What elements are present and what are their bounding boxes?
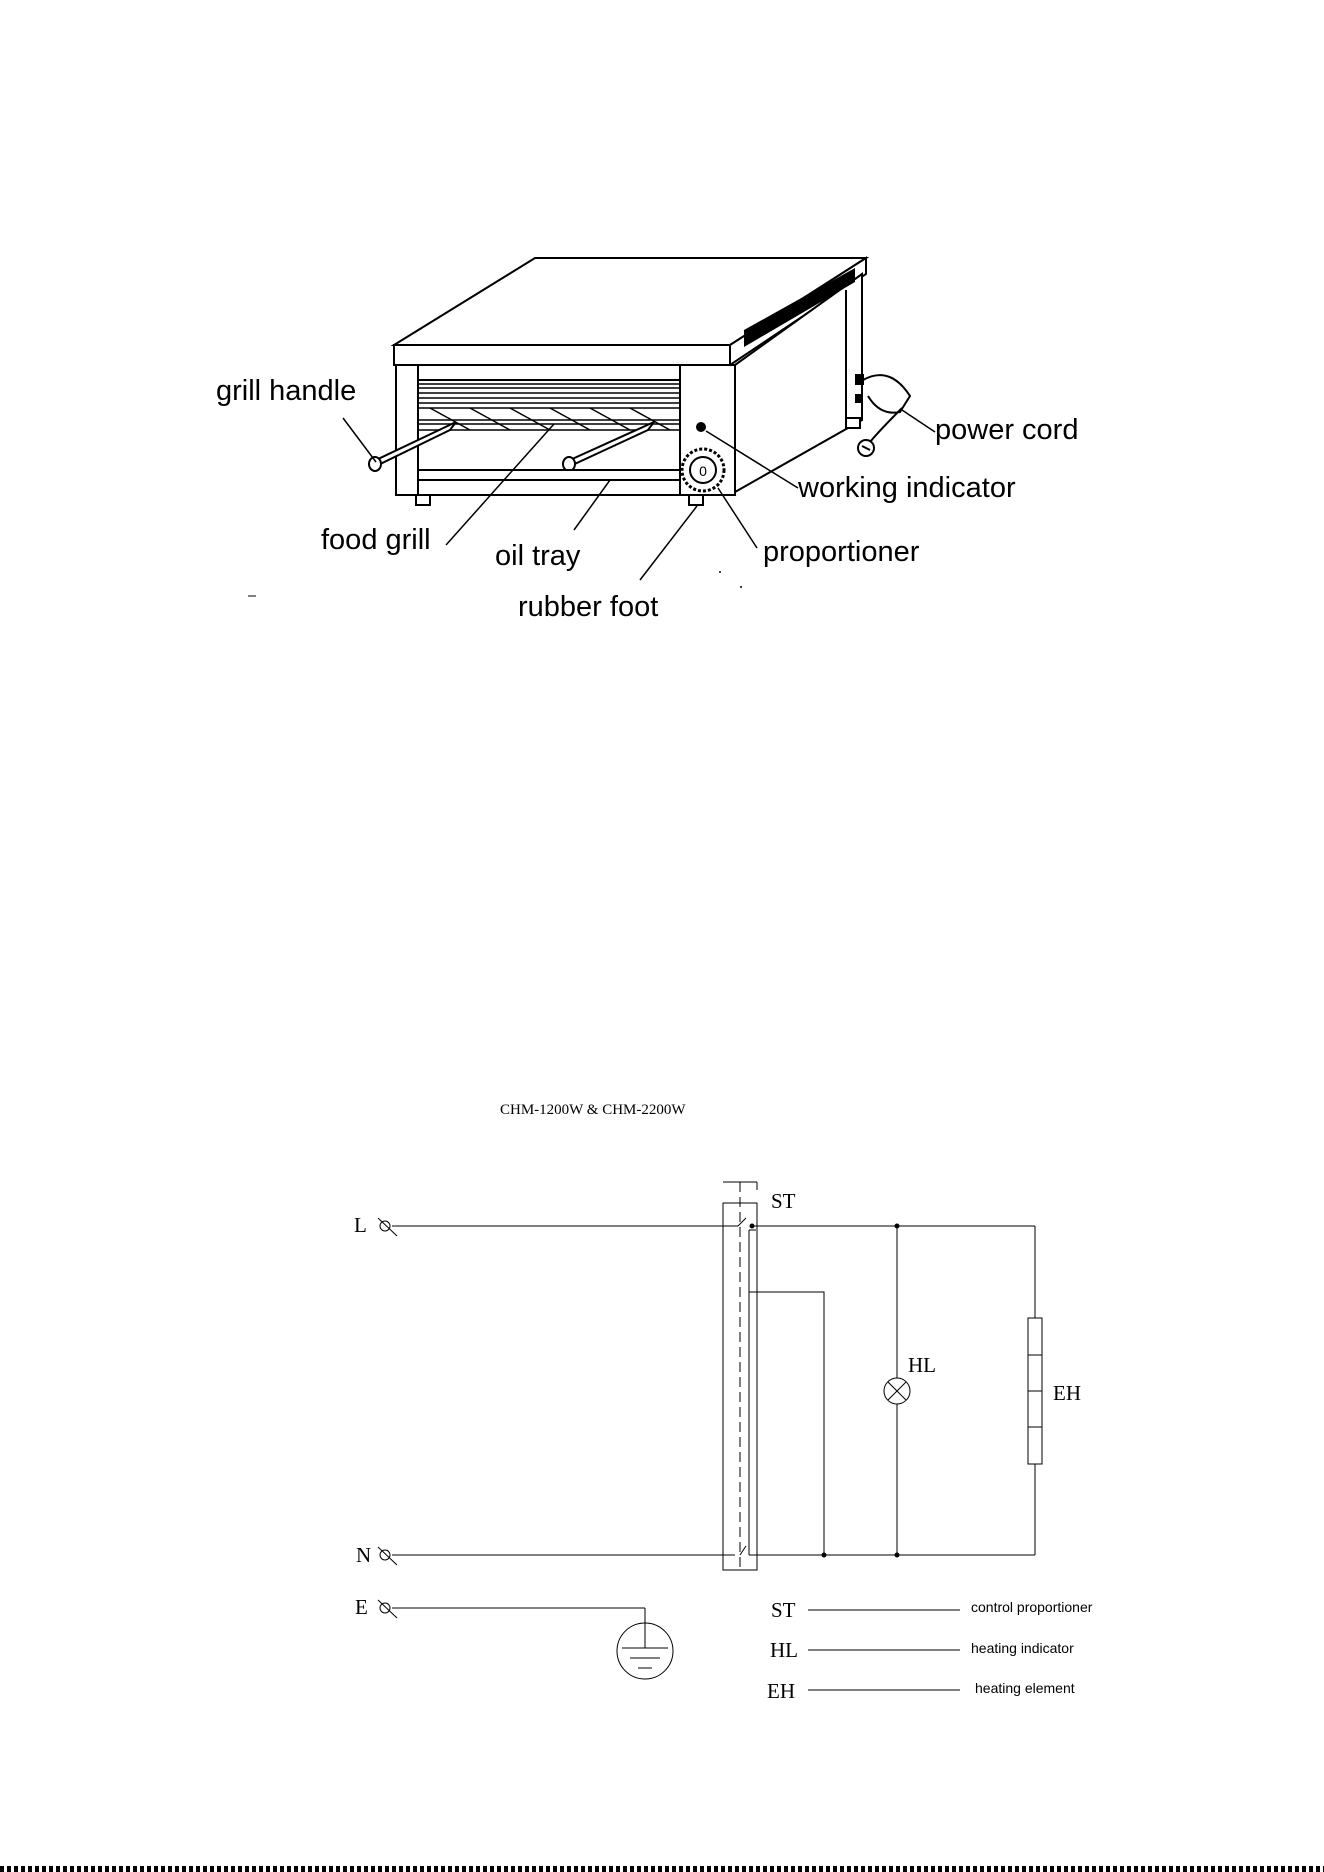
leader-food-grill — [446, 424, 554, 545]
circuit-title: CHM-1200W & CHM-2200W — [500, 1102, 686, 1118]
leader-proportioner — [718, 488, 757, 548]
food-grill-rack — [418, 408, 680, 430]
label-proportioner: proportioner — [763, 536, 920, 568]
power-cord-drawing — [856, 375, 910, 456]
oil-tray-drawing — [418, 470, 680, 480]
indicator-lamp — [697, 423, 705, 431]
legend-code-st: ST — [771, 1598, 796, 1622]
page-bottom-rule — [0, 1866, 1324, 1872]
circuit-wiring — [378, 1182, 1042, 1690]
terminal-n-label: N — [356, 1543, 371, 1567]
eh-label: EH — [1053, 1381, 1081, 1405]
legend-desc-st: control proportioner — [971, 1599, 1093, 1615]
terminal-e-symbol — [380, 1603, 390, 1613]
terminal-n-symbol — [380, 1550, 390, 1560]
label-rubber-foot: rubber foot — [518, 591, 658, 623]
legend-desc-hl: heating indicator — [971, 1640, 1074, 1656]
left-post — [396, 365, 418, 495]
leader-power-cord — [902, 410, 935, 432]
upper-element-lines — [418, 384, 680, 408]
foot-back-right — [846, 418, 860, 428]
salamander-grill-drawing: 0 — [369, 258, 910, 505]
label-grill-handle: grill handle — [216, 375, 356, 407]
foot-left — [416, 495, 430, 505]
leader-rubber-foot — [640, 506, 697, 580]
terminal-l-symbol — [380, 1221, 390, 1231]
foot-front-right — [689, 495, 703, 505]
right-handle — [566, 422, 654, 468]
hl-label: HL — [908, 1353, 936, 1377]
label-food-grill: food grill — [321, 524, 431, 556]
top-plate-front-edge — [394, 345, 730, 365]
legend-code-hl: HL — [770, 1638, 798, 1662]
leader-grill-handle — [343, 418, 376, 462]
label-oil-tray: oil tray — [495, 540, 581, 572]
terminal-e-label: E — [355, 1595, 368, 1619]
terminal-l-label: L — [354, 1213, 367, 1237]
leader-oil-tray — [574, 480, 610, 530]
svg-text:0: 0 — [699, 463, 707, 479]
label-power-cord: power cord — [935, 414, 1078, 446]
st-label: ST — [771, 1189, 796, 1213]
legend-code-eh: EH — [767, 1679, 795, 1703]
legend-desc-eh: heating element — [975, 1680, 1075, 1696]
label-working-indicator: working indicator — [797, 472, 1016, 504]
